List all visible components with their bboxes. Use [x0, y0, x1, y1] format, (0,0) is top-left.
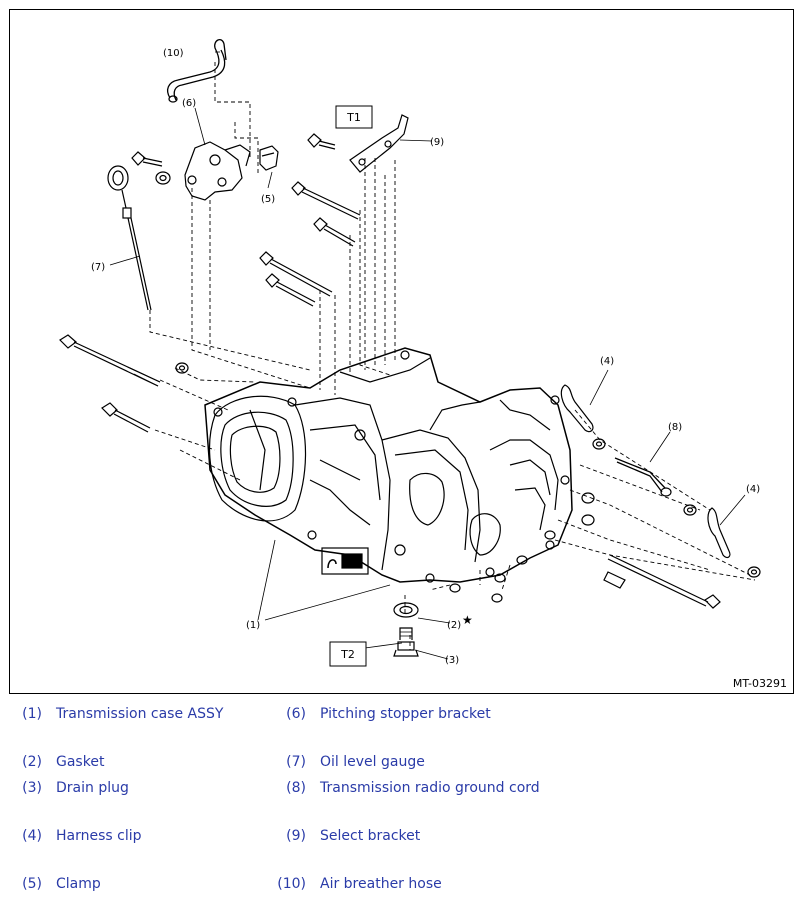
callout-10: (10) [163, 48, 184, 59]
gasket [393, 602, 419, 618]
legend-label: Drain plug [56, 780, 129, 796]
legend-num: (5) [22, 876, 42, 892]
legend-num: (10) [277, 876, 306, 892]
drain-plug [393, 627, 419, 657]
legend-label: Transmission case ASSY [56, 706, 224, 722]
legend-num: (2) [22, 754, 42, 770]
callout-5: (5) [261, 194, 275, 205]
star-mark: ★ [462, 613, 473, 627]
air-breather-hose [167, 39, 227, 103]
exploded-diagram-frame: T1 T2 (10) (6) (5) (7) (9) (4) (8) (4) (… [9, 9, 794, 694]
harness-clip-left [560, 384, 594, 433]
legend-num: (7) [286, 754, 306, 770]
leader-lines [109, 51, 746, 660]
legend-num: (9) [286, 828, 306, 844]
clamp [259, 145, 279, 171]
legend-label: Clamp [56, 876, 101, 892]
callout-7: (7) [91, 262, 105, 273]
legend-num: (1) [22, 706, 42, 722]
explode-lines [149, 62, 756, 650]
legend-num: (8) [286, 780, 306, 796]
legend-label: Oil level gauge [320, 754, 425, 770]
callout-2: (2) [447, 620, 461, 631]
legend-label: Harness clip [56, 828, 142, 844]
torque-box-t1 [335, 105, 373, 129]
callout-9: (9) [430, 137, 444, 148]
callout-1: (1) [246, 620, 260, 631]
torque-label-t1: T1 [346, 111, 361, 124]
callout-8: (8) [668, 422, 682, 433]
harness-clip-right [707, 507, 731, 559]
callout-4-left: (4) [600, 356, 614, 367]
legend-label: Gasket [56, 754, 105, 770]
oil-level-gauge [107, 165, 152, 311]
callout-3: (3) [445, 655, 459, 666]
pitching-stopper-bracket [184, 141, 251, 201]
select-bracket [349, 114, 409, 173]
legend-label: Transmission radio ground cord [320, 780, 540, 796]
legend-num: (6) [286, 706, 306, 722]
legend-label: Select bracket [320, 828, 421, 844]
callout-4-right: (4) [746, 484, 760, 495]
bolts [59, 133, 761, 609]
figure-code: MT-03291 [732, 677, 787, 690]
transmission-case [204, 347, 573, 583]
exploded-diagram: T1 T2 (10) (6) (5) (7) (9) (4) (8) (4) (… [59, 39, 761, 667]
ground-cord [614, 457, 672, 497]
legend-num: (3) [22, 780, 42, 796]
callout-6: (6) [182, 98, 196, 109]
torque-label-t2: T2 [340, 648, 355, 661]
legend-label: Air breather hose [320, 876, 442, 892]
legend-num: (4) [22, 828, 42, 844]
legend-label: Pitching stopper bracket [320, 706, 491, 722]
torque-box-t2 [329, 641, 367, 667]
